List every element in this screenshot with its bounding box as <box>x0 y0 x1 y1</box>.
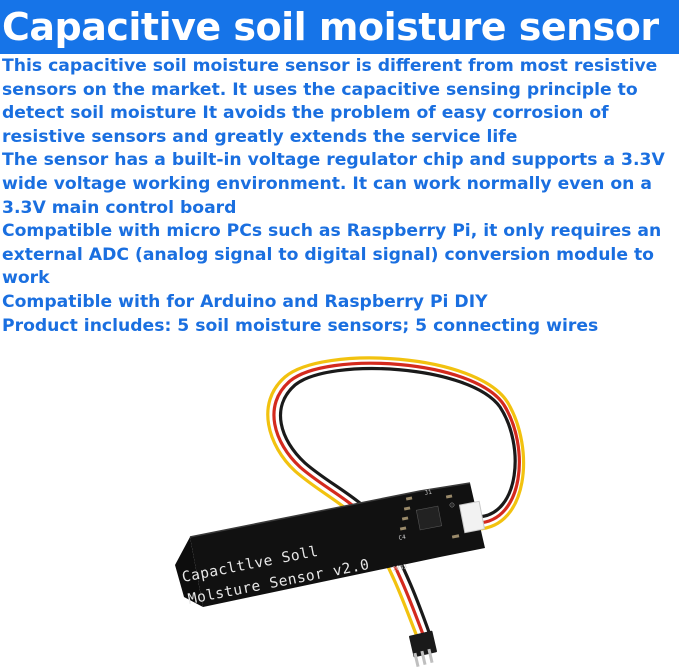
board-date-code: 2033 <box>392 563 408 573</box>
sensor-board: J1 C4 Capacltlve Soll Molsture Sensor v2… <box>175 482 486 608</box>
svg-text:C4: C4 <box>398 534 407 542</box>
pcb-edge-highlight <box>189 482 471 538</box>
connector-housing <box>458 500 486 534</box>
chip <box>415 505 443 531</box>
pcb-body <box>190 483 485 607</box>
description-block: This capacitive soil moisture sensor is … <box>2 55 678 338</box>
description-paragraph-5: Product includes: 5 soil moisture sensor… <box>2 315 599 336</box>
page-title: Capacitive soil moisture sensor <box>0 0 679 54</box>
description-paragraph-1: This capacitive soil moisture sensor is … <box>2 56 658 147</box>
dupont-connector <box>409 630 437 668</box>
pcb-tip <box>175 537 203 607</box>
svg-text:J1: J1 <box>424 489 433 497</box>
description-paragraph-2: The sensor has a built-in voltage regula… <box>2 150 665 218</box>
description-paragraph-4: Compatible with for Arduino and Raspberr… <box>2 291 488 312</box>
product-photo: J1 C4 Capacltlve Soll Molsture Sensor v2… <box>175 356 526 668</box>
description-paragraph-3: Compatible with micro PCs such as Raspbe… <box>2 221 662 289</box>
